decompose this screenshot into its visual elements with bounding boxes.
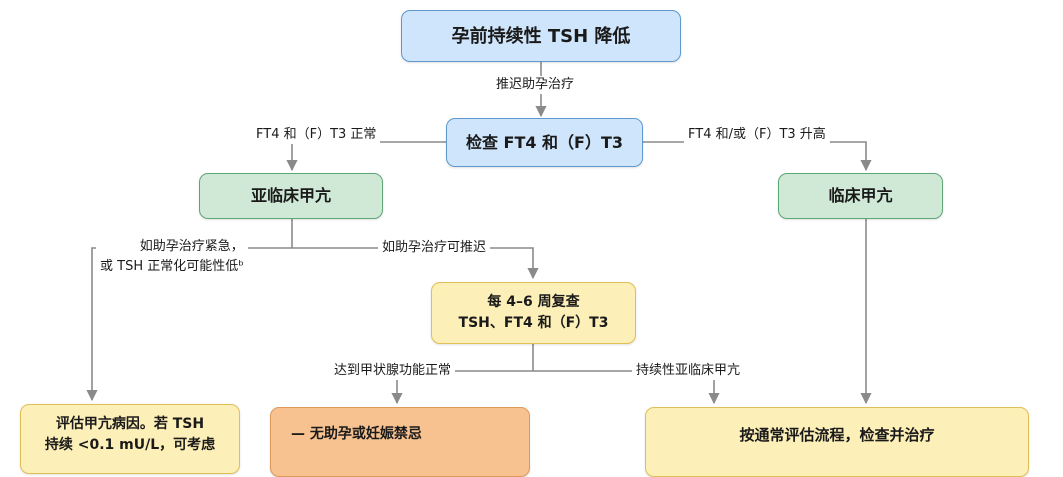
arrow-check-to-subclinical	[286, 141, 446, 172]
node-clinical: 临床甲亢	[778, 173, 943, 219]
edge-label-normal: FT4 和（F）T3 正常	[252, 126, 381, 144]
node-evaluate: 评估甲亢病因。若 TSH 持续 <0.1 mU/L，可考虑	[20, 404, 240, 474]
node-subclinical-label: 亚临床甲亢	[250, 186, 331, 205]
node-top: 孕前持续性 TSH 降低	[401, 10, 681, 62]
edge-label-urgent-line1: 如助孕治疗紧急，	[139, 239, 244, 254]
edge-label-elevated: FT4 和/或（F）T3 升高	[684, 126, 830, 144]
node-usual-eval: 按通常评估流程，检查并治疗	[645, 407, 1029, 477]
connector-lines	[86, 62, 872, 405]
node-recheck: 每 4–6 周复查 TSH、FT4 和（F）T3	[431, 282, 636, 344]
node-check: 检查 FT4 和（F）T3	[446, 118, 643, 167]
node-subclinical: 亚临床甲亢	[199, 173, 383, 219]
node-usual-eval-label: 按通常评估流程，检查并治疗	[739, 426, 935, 444]
node-no-contra: — 无助孕或妊娠禁忌	[270, 407, 530, 477]
edge-label-persistent: 持续性亚临床甲亢	[632, 362, 745, 380]
arrow-to-recheck	[292, 247, 539, 280]
edge-label-urgent-line2: 或 TSH 正常化可能性低ᵇ	[100, 259, 244, 274]
node-evaluate-line2: 持续 <0.1 mU/L，可考虑	[44, 437, 216, 453]
edge-label-can-delay: 如助孕治疗可推迟	[378, 239, 491, 257]
arrow-check-to-clinical	[643, 141, 872, 172]
edge-label-urgent: 如助孕治疗紧急， 或 TSH 正常化可能性低ᵇ	[96, 237, 248, 277]
node-recheck-line2: TSH、FT4 和（F）T3	[458, 315, 609, 331]
node-recheck-line1: 每 4–6 周复查	[487, 294, 580, 310]
node-no-contra-label: — 无助孕或妊娠禁忌	[291, 426, 422, 442]
node-clinical-label: 临床甲亢	[828, 186, 893, 205]
edge-label-delay: 推迟助孕治疗	[492, 76, 579, 94]
node-evaluate-line1: 评估甲亢病因。若 TSH	[55, 416, 205, 432]
node-top-label: 孕前持续性 TSH 降低	[451, 25, 631, 47]
node-check-label: 检查 FT4 和（F）T3	[465, 132, 624, 152]
edge-label-euthyroid: 达到甲状腺功能正常	[330, 362, 456, 380]
